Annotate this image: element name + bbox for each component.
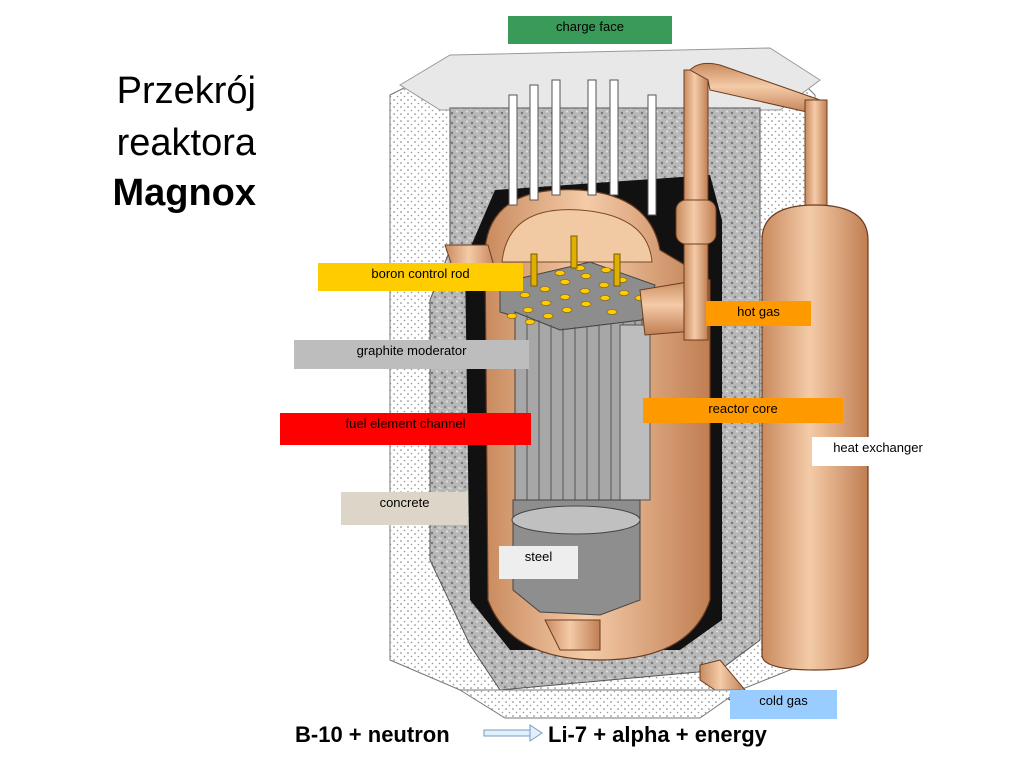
charge-standpipes — [508, 79, 657, 216]
label-charge-face: charge face — [508, 16, 672, 44]
label-boron-control-rod: boron control rod — [318, 263, 523, 291]
label-steel: steel — [499, 546, 578, 579]
riser-coupling-1 — [675, 199, 717, 245]
equation-right: Li-7 + alpha + energy — [548, 722, 767, 747]
core-support-grid — [511, 505, 641, 535]
label-concrete: concrete — [341, 492, 468, 525]
boron-control-rods — [530, 235, 621, 287]
crossover-pipe — [689, 62, 821, 116]
label-heat-exchanger: heat exchanger — [812, 437, 944, 466]
label-reactor-core: reactor core — [643, 398, 843, 423]
label-graphite-moderator: graphite moderator — [294, 340, 529, 369]
equation-arrow — [483, 724, 543, 742]
bottom-duct — [544, 619, 601, 651]
equation-left: B-10 + neutron — [295, 722, 450, 747]
label-cold-gas: cold gas — [730, 690, 837, 719]
label-fuel-element-channel: fuel element channel — [280, 413, 531, 445]
label-hot-gas: hot gas — [706, 301, 811, 326]
basemat — [458, 689, 742, 719]
title-line-3: Magnox — [112, 172, 256, 214]
title-line-1: Przekrój — [116, 70, 256, 112]
title-line-2: reaktora — [116, 122, 256, 164]
